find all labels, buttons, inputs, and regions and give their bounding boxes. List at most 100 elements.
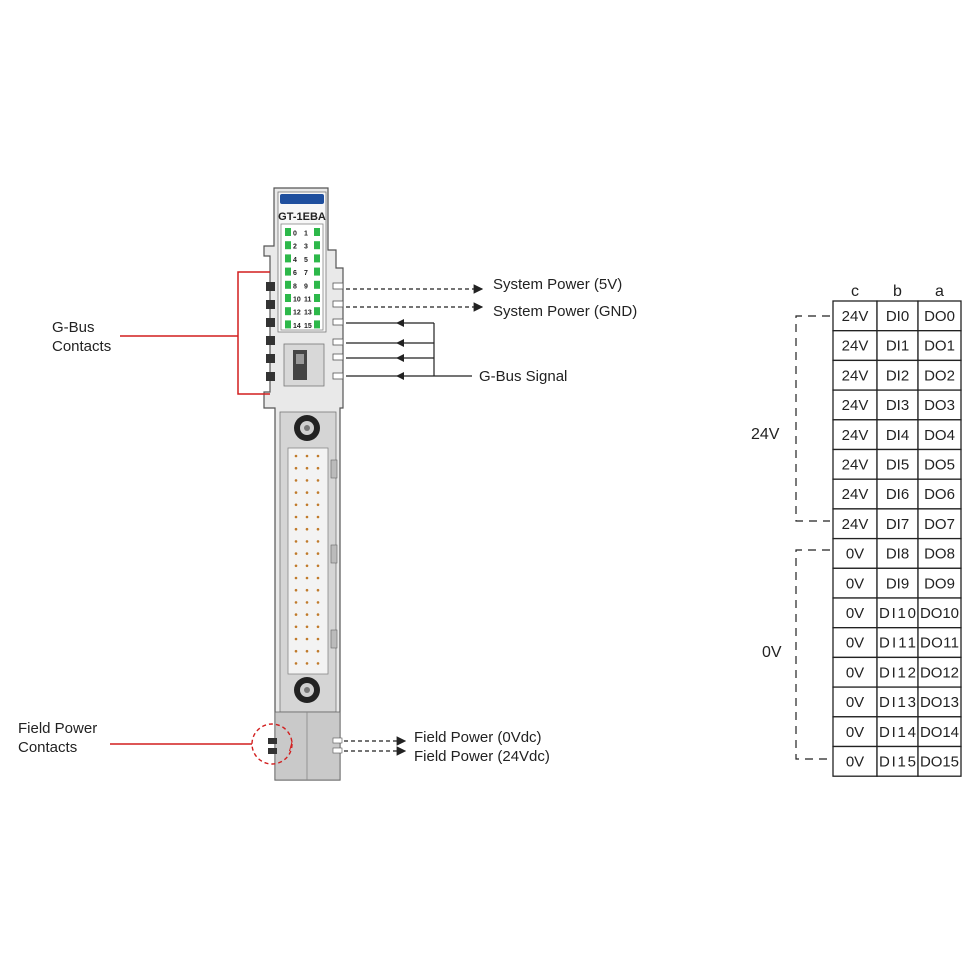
led-channel-label: 5 — [304, 257, 308, 264]
terminal-pin — [294, 527, 298, 531]
table-cell-border — [876, 597, 919, 629]
led-channel-label: 7 — [304, 270, 308, 277]
terminal-pin — [305, 540, 309, 543]
led-channel-label: 6 — [293, 270, 297, 277]
table-cell: 24V — [842, 457, 869, 474]
table-cell: DI4 — [886, 427, 909, 444]
table-cell: 0V — [846, 575, 864, 592]
table-cell: 24V — [842, 427, 869, 444]
terminal-pin — [305, 491, 309, 494]
terminal-pin — [316, 527, 320, 531]
terminal-pin — [305, 503, 309, 507]
led-channel-label: 4 — [293, 257, 297, 264]
terminal-pin — [294, 564, 298, 568]
table-cell-border — [876, 359, 919, 391]
terminal-pin — [316, 503, 320, 507]
terminal-pin — [305, 601, 309, 604]
table-cell: 0V — [846, 635, 864, 652]
terminal-pin — [305, 515, 309, 519]
table-cell: DO14 — [920, 724, 959, 741]
led-indicator — [314, 294, 320, 302]
table-cell-border — [917, 448, 962, 480]
terminal-pin — [294, 515, 298, 519]
gbus-contact-pads — [266, 282, 275, 381]
led-channel-label: 11 — [304, 297, 312, 304]
terminal-pin — [294, 637, 298, 641]
table-cell: DO8 — [924, 546, 955, 563]
table-cell-border — [917, 508, 962, 540]
table-cell-border — [832, 537, 878, 569]
led-channel-label: 8 — [293, 283, 297, 290]
terminal-pin — [305, 479, 309, 482]
terminal-pin — [305, 649, 309, 653]
led-channel-label: 13 — [304, 310, 312, 317]
system-power-5v-callout: System Power (5V) — [346, 276, 622, 294]
terminal-pin — [294, 625, 298, 629]
table-cell: DI2 — [886, 367, 909, 384]
module-base — [274, 711, 341, 781]
group-24v-bracket: 24V — [751, 315, 830, 522]
table-cell-border — [917, 389, 962, 421]
table-cell-border — [917, 627, 962, 659]
terminal-pin — [305, 588, 309, 592]
table-cell-border — [876, 508, 919, 540]
table-cell: DI11 — [879, 635, 916, 652]
table-cell: 0V — [846, 754, 864, 771]
table-cell: 0V — [846, 546, 864, 563]
terminal-pin — [294, 613, 298, 616]
right-contact-pins — [332, 282, 344, 380]
table-cell: DO7 — [924, 516, 955, 533]
group-0v-bracket: 0V — [762, 549, 830, 760]
table-cell: DO9 — [924, 575, 955, 592]
table-cell: 0V — [846, 664, 864, 681]
terminal-pin — [294, 503, 298, 507]
led-channel-label: 9 — [304, 283, 308, 290]
led-indicator — [285, 320, 291, 329]
terminal-pin — [316, 649, 320, 653]
table-cell: DO0 — [924, 308, 955, 325]
terminal-pins — [294, 454, 320, 665]
led-indicator — [285, 294, 291, 302]
field-power-contacts-label-2: Contacts — [18, 739, 77, 756]
table-cell: DI5 — [886, 457, 909, 474]
table-header-b: b — [893, 283, 902, 300]
table-cell-border — [876, 716, 919, 748]
terminal-pin — [316, 564, 320, 568]
terminal-pin — [316, 454, 320, 458]
table-cell: DO1 — [924, 338, 955, 355]
table-cell: DO4 — [924, 427, 955, 444]
terminal-pin — [294, 601, 298, 604]
table-cell: DI6 — [886, 486, 909, 503]
terminal-block — [287, 447, 329, 675]
table-cell-border — [832, 597, 878, 629]
table-cell: 24V — [842, 338, 869, 355]
table-cell-border — [917, 656, 962, 688]
table-cell-border — [832, 745, 878, 777]
table-cell: 24V — [842, 367, 869, 384]
table-header-c: c — [851, 283, 859, 300]
terminal-pin — [294, 466, 298, 470]
table-cell: DO10 — [920, 605, 959, 622]
table-cell: DO13 — [920, 694, 959, 711]
table-cell-border — [917, 300, 962, 332]
led-channel-label: 12 — [293, 310, 301, 317]
terminal-pin — [316, 576, 320, 580]
table-cell-border — [876, 537, 919, 569]
table-cell-border — [832, 389, 878, 421]
field-contact-pad-1 — [268, 738, 277, 744]
terminal-pin — [316, 637, 320, 641]
terminal-pin — [294, 540, 298, 543]
gbus-contacts-callout: G-Bus Contacts — [52, 271, 270, 395]
table-cell-border — [832, 627, 878, 659]
table-cell-border — [832, 330, 878, 362]
table-cell-border — [876, 745, 919, 777]
led-indicator — [285, 280, 291, 289]
led-channel-label: 10 — [293, 297, 301, 304]
terminal-pin — [316, 552, 320, 555]
table-cell: DO2 — [924, 367, 955, 384]
led-indicator — [285, 307, 291, 316]
led-channel-label: 14 — [293, 323, 301, 330]
terminal-pin — [316, 540, 320, 543]
